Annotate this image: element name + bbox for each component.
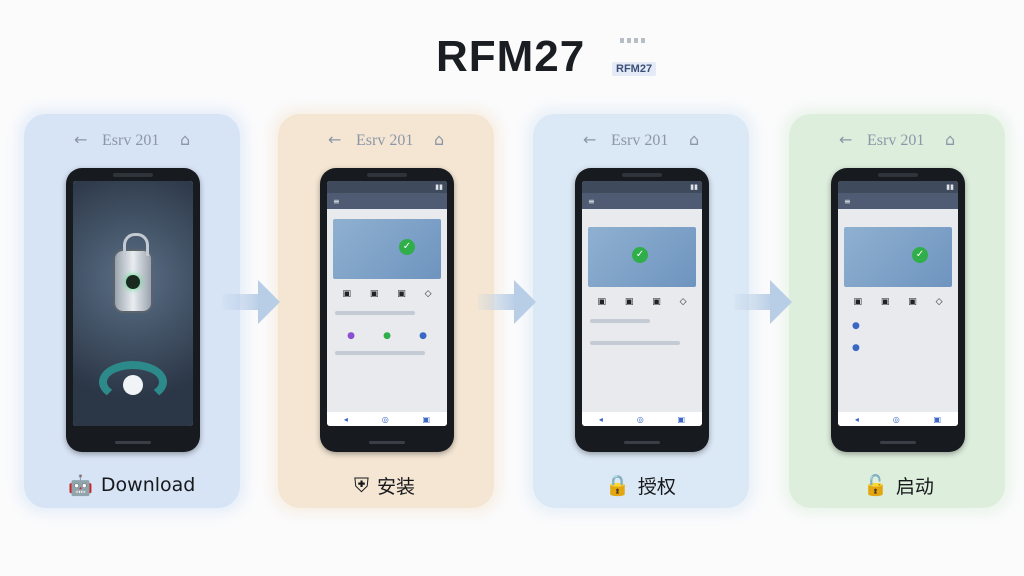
shield-icon: ⛨ [354, 473, 369, 497]
phone-mockup: ▮▮ ≡ ✓ ▣▣▣◇ ●●● ◂◎▣ [320, 168, 454, 452]
title-tag: RFM27 [612, 62, 657, 76]
dial-center-button [123, 375, 143, 395]
hand-icon: ⌂ [689, 130, 700, 149]
control-dial [99, 361, 167, 403]
app-bar: ≡ [327, 193, 447, 209]
app-icon-row: ▣▣▣◇ [597, 297, 687, 307]
app-bar: ≡ [838, 193, 958, 209]
list-line [335, 351, 425, 355]
step-panel-install: ← Esrv 201 ⌂ ▮▮ ≡ ✓ ▣▣▣◇ ●●● ◂◎▣ ⛨ 安装 [278, 114, 494, 508]
panel-header: ← Esrv 201 ⌂ [533, 130, 749, 152]
check-icon: ✓ [632, 247, 648, 263]
app-icon-row: ● [852, 321, 860, 331]
phone-mockup: ▮▮ ≡ ✓ ▣▣▣◇ ● ● ◂◎▣ [831, 168, 965, 452]
step-label-text: Download [100, 474, 196, 496]
bottom-nav: ◂◎▣ [582, 412, 702, 426]
bottom-nav: ◂◎▣ [838, 412, 958, 426]
padlock-eye [126, 275, 140, 289]
panel-header: ← Esrv 201 ⌂ [278, 130, 494, 152]
panel-header: ← Esrv 201 ⌂ [789, 130, 1005, 152]
bottom-nav: ◂◎▣ [327, 412, 447, 426]
hand-icon: ⌂ [434, 130, 445, 149]
panel-header-title: Esrv 201 [102, 132, 160, 149]
hero-banner: ✓ [333, 219, 441, 279]
phone-screen: ▮▮ ≡ ✓ ▣▣▣◇ ● ● ◂◎▣ [838, 181, 958, 426]
home-bar [624, 441, 660, 444]
step-panel-launch: ← Esrv 201 ⌂ ▮▮ ≡ ✓ ▣▣▣◇ ● ● ◂◎▣ 🔓 启动 [789, 114, 1005, 508]
hand-icon: ⌂ [945, 130, 956, 149]
hero-banner: ✓ [844, 227, 952, 287]
title-decoration [620, 38, 646, 43]
check-icon: ✓ [399, 239, 415, 255]
phone-mockup: ▮▮ ≡ ✓ ▣▣▣◇ ◂◎▣ [575, 168, 709, 452]
step-panel-authorize: ← Esrv 201 ⌂ ▮▮ ≡ ✓ ▣▣▣◇ ◂◎▣ 🔒 授权 [533, 114, 749, 508]
app-bar: ≡ [582, 193, 702, 209]
phone-notch [367, 173, 407, 177]
phone-mockup [66, 168, 200, 452]
app-icon-row: ▣▣▣◇ [342, 289, 432, 299]
panel-header-title: Esrv 201 [356, 132, 414, 149]
step-label-text: 启动 [895, 475, 934, 498]
status-bar: ▮▮ [327, 181, 447, 193]
phone-notch [113, 173, 153, 177]
check-icon: ✓ [912, 247, 928, 263]
step-label-authorize: 🔒 授权 [605, 468, 676, 502]
phone-screen [73, 181, 193, 426]
hand-icon: ⌂ [180, 130, 191, 149]
step-label-text: 授权 [637, 475, 676, 498]
title-area: RFM27 RFM27 [0, 28, 1024, 88]
home-bar [880, 441, 916, 444]
step-label-install: ⛨ 安装 [354, 468, 415, 502]
list-line [335, 311, 415, 315]
phone-screen: ▮▮ ≡ ✓ ▣▣▣◇ ◂◎▣ [582, 181, 702, 426]
status-bar: ▮▮ [838, 181, 958, 193]
step-arrow-icon [478, 280, 536, 324]
phone-notch [622, 173, 662, 177]
step-label-launch: 🔓 启动 [863, 468, 934, 502]
panel-header-title: Esrv 201 [867, 132, 925, 149]
step-label-download: 🤖 Download [68, 468, 195, 502]
home-bar [369, 441, 405, 444]
step-arrow-icon [734, 280, 792, 324]
padlock-icon: 🔒 [605, 473, 630, 497]
phone-notch [878, 173, 918, 177]
phone-screen: ▮▮ ≡ ✓ ▣▣▣◇ ●●● ◂◎▣ [327, 181, 447, 426]
android-icon: 🤖 [68, 473, 93, 497]
hero-banner: ✓ [588, 227, 696, 287]
list-line [590, 319, 650, 323]
step-panel-download: ← Esrv 201 ⌂ 🤖 Download [24, 114, 240, 508]
back-arrow-icon: ← [839, 130, 853, 149]
app-icon-row: ● [852, 343, 860, 353]
panel-header: ← Esrv 201 ⌂ [24, 130, 240, 152]
status-bar: ▮▮ [582, 181, 702, 193]
page-title: RFM27 [436, 32, 586, 81]
unlock-icon: 🔓 [863, 473, 888, 497]
padlock-graphic [113, 233, 153, 313]
back-arrow-icon: ← [583, 130, 597, 149]
app-icon-row: ●●● [347, 331, 427, 341]
app-icon-row: ▣▣▣◇ [853, 297, 943, 307]
back-arrow-icon: ← [74, 130, 88, 149]
back-arrow-icon: ← [328, 130, 342, 149]
list-line [590, 341, 680, 345]
home-bar [115, 441, 151, 444]
panel-header-title: Esrv 201 [611, 132, 669, 149]
step-arrow-icon [222, 280, 280, 324]
step-label-text: 安装 [377, 475, 416, 498]
